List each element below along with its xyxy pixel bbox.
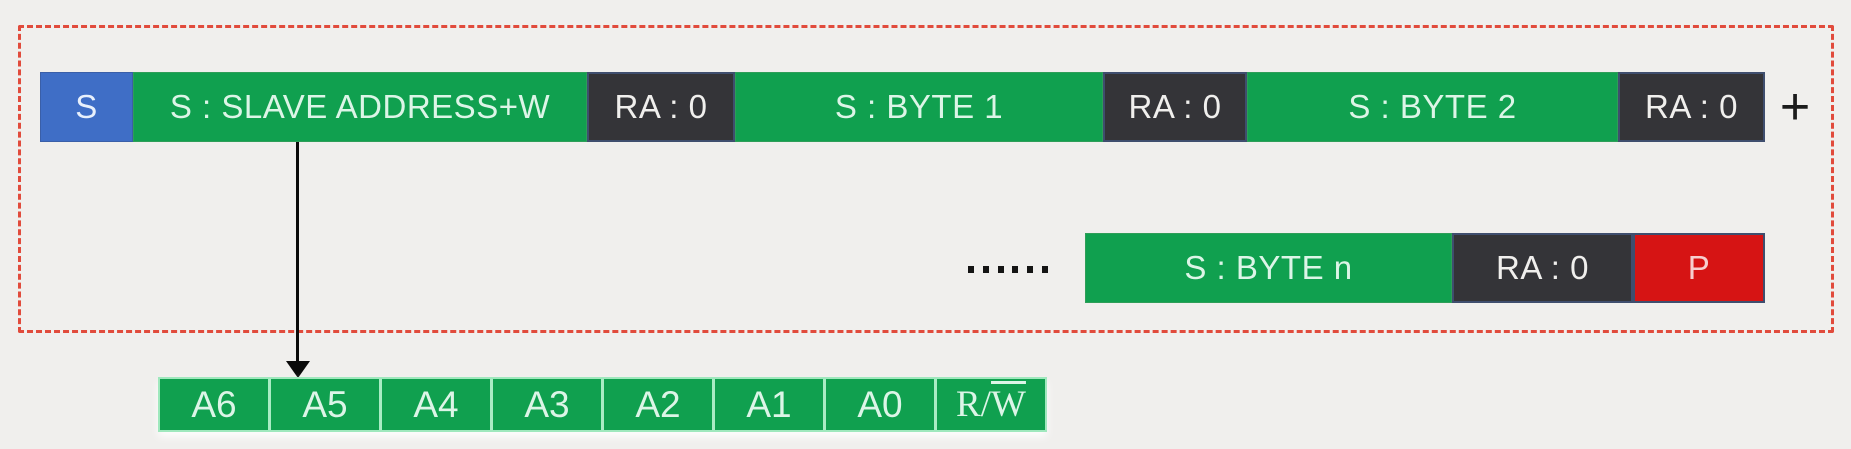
ellipsis-dot xyxy=(982,265,989,273)
bit-cell-a4: A4 xyxy=(379,379,490,430)
ack-block-n: RA : 0 xyxy=(1452,233,1633,303)
ack-block-3: RA : 0 xyxy=(1618,72,1765,142)
ellipsis-dot xyxy=(997,265,1004,273)
address-bits-row: A6 A5 A4 A3 A2 A1 A0 R/W xyxy=(158,377,1047,432)
bit-cell-a1: A1 xyxy=(712,379,823,430)
byte2-block: S : BYTE 2 xyxy=(1247,72,1618,142)
ack-block-2: RA : 0 xyxy=(1103,72,1247,142)
byte1-block: S : BYTE 1 xyxy=(735,72,1103,142)
stop-condition-block: P xyxy=(1633,233,1765,303)
start-condition-block: S xyxy=(40,72,133,142)
ellipsis-dot xyxy=(1012,265,1019,273)
slave-address-block: S : SLAVE ADDRESS+W xyxy=(133,72,587,142)
bit-cell-a0: A0 xyxy=(823,379,934,430)
plus-sign: + xyxy=(1779,78,1811,136)
bit-cell-a3: A3 xyxy=(490,379,601,430)
bit-cell-rw: R/W xyxy=(934,379,1045,430)
continuation-ellipsis xyxy=(968,263,1048,275)
bit-cell-a6: A6 xyxy=(191,383,237,425)
byten-block: S : BYTE n xyxy=(1085,233,1452,303)
ack-block-1: RA : 0 xyxy=(587,72,735,142)
bit-cell-a2: A2 xyxy=(601,379,712,430)
down-arrow-head-icon xyxy=(286,361,310,378)
bit-cell-a5: A5 xyxy=(268,379,379,430)
rw-write-overlined: W xyxy=(991,384,1026,425)
frame-sequence-row2: S : BYTE n RA : 0 P xyxy=(1085,233,1765,303)
dashed-frame-border xyxy=(18,25,1834,333)
ellipsis-dot xyxy=(1027,265,1034,273)
rw-base: R/ xyxy=(956,384,992,425)
frame-sequence-row1: S S : SLAVE ADDRESS+W RA : 0 S : BYTE 1 … xyxy=(40,72,1765,142)
ellipsis-dot xyxy=(968,265,974,273)
down-arrow-line xyxy=(296,142,299,364)
ellipsis-dot xyxy=(1041,265,1048,273)
